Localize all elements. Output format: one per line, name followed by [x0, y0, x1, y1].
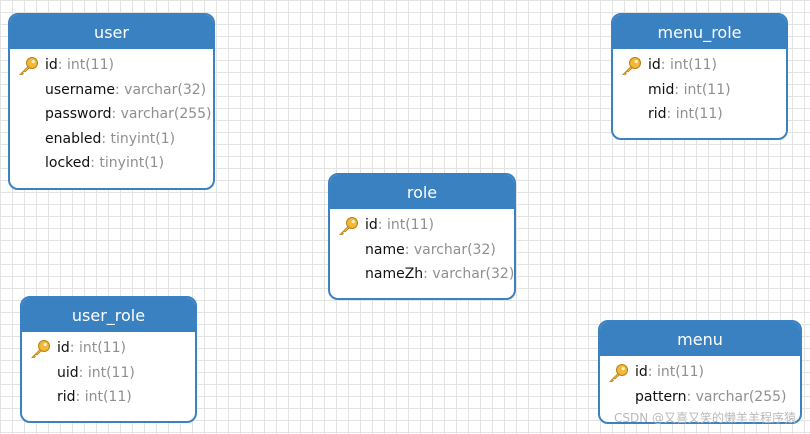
field-name: id	[648, 57, 661, 73]
field-name: enabled	[45, 130, 102, 147]
field-name: id	[365, 217, 378, 233]
table-title: menu	[600, 322, 800, 356]
field-name: id	[635, 364, 648, 380]
key-icon	[620, 56, 642, 76]
field-type: : int(11)	[69, 340, 126, 356]
field-type: : int(11)	[647, 364, 704, 380]
field-row[interactable]: name: varchar(32)	[330, 238, 514, 263]
field-row[interactable]: id: int(11)	[600, 360, 800, 385]
field-row[interactable]: username: varchar(32)	[10, 78, 213, 103]
field-row[interactable]: rid: int(11)	[22, 385, 195, 410]
field-row[interactable]: rid: int(11)	[613, 102, 786, 127]
field-row[interactable]: mid: int(11)	[613, 78, 786, 103]
table-fields: id: int(11)mid: int(11)rid: int(11)	[613, 49, 786, 133]
field-type: : int(11)	[674, 81, 731, 98]
field-type: : varchar(32)	[115, 81, 207, 98]
table-fields: id: int(11)pattern: varchar(255)	[600, 356, 800, 415]
field-type: : tinyint(1)	[101, 130, 176, 147]
watermark: CSDN @又喜又笑的懒羊羊程序猿	[613, 411, 796, 425]
field-name: pattern	[635, 388, 687, 405]
field-name: rid	[57, 389, 76, 405]
field-name: mid	[648, 81, 675, 98]
table-title: menu_role	[613, 15, 786, 49]
field-row[interactable]: nameZh: varchar(32)	[330, 262, 514, 287]
field-type: : int(11)	[666, 106, 723, 122]
table-fields: id: int(11)username: varchar(32)password…	[10, 49, 213, 182]
field-type: : int(11)	[57, 57, 114, 73]
table-fields: id: int(11)uid: int(11)rid: int(11)	[22, 332, 195, 416]
field-row[interactable]: pattern: varchar(255)	[600, 385, 800, 410]
field-type: : varchar(255)	[686, 388, 787, 405]
key-icon	[607, 363, 629, 383]
field-type: : int(11)	[78, 364, 135, 381]
field-name: name	[365, 241, 405, 258]
table-title: user	[10, 15, 213, 49]
field-type: : int(11)	[75, 389, 132, 405]
table-title: role	[330, 175, 514, 209]
field-type: : int(11)	[660, 57, 717, 73]
field-type: : int(11)	[377, 217, 434, 233]
field-type: : varchar(32)	[404, 241, 496, 258]
field-name: id	[57, 340, 70, 356]
key-icon	[29, 339, 51, 359]
field-row[interactable]: id: int(11)	[10, 53, 213, 78]
key-icon	[337, 216, 359, 236]
field-row[interactable]: id: int(11)	[613, 53, 786, 78]
field-row[interactable]: uid: int(11)	[22, 361, 195, 386]
field-type: : varchar(32)	[423, 266, 515, 282]
field-row[interactable]: id: int(11)	[22, 336, 195, 361]
key-icon	[17, 56, 39, 76]
table-fields: id: int(11)name: varchar(32)nameZh: varc…	[330, 209, 514, 293]
field-type: : tinyint(1)	[90, 155, 165, 171]
field-type: : varchar(255)	[111, 106, 212, 122]
field-name: password	[45, 106, 112, 122]
field-name: uid	[57, 364, 79, 381]
field-name: nameZh	[365, 266, 424, 282]
field-name: id	[45, 57, 58, 73]
field-row[interactable]: id: int(11)	[330, 213, 514, 238]
field-row[interactable]: locked: tinyint(1)	[10, 151, 213, 176]
field-row[interactable]: enabled: tinyint(1)	[10, 127, 213, 152]
field-row[interactable]: password: varchar(255)	[10, 102, 213, 127]
field-name: locked	[45, 155, 91, 171]
field-name: username	[45, 81, 115, 98]
field-name: rid	[648, 106, 667, 122]
table-title: user_role	[22, 298, 195, 332]
